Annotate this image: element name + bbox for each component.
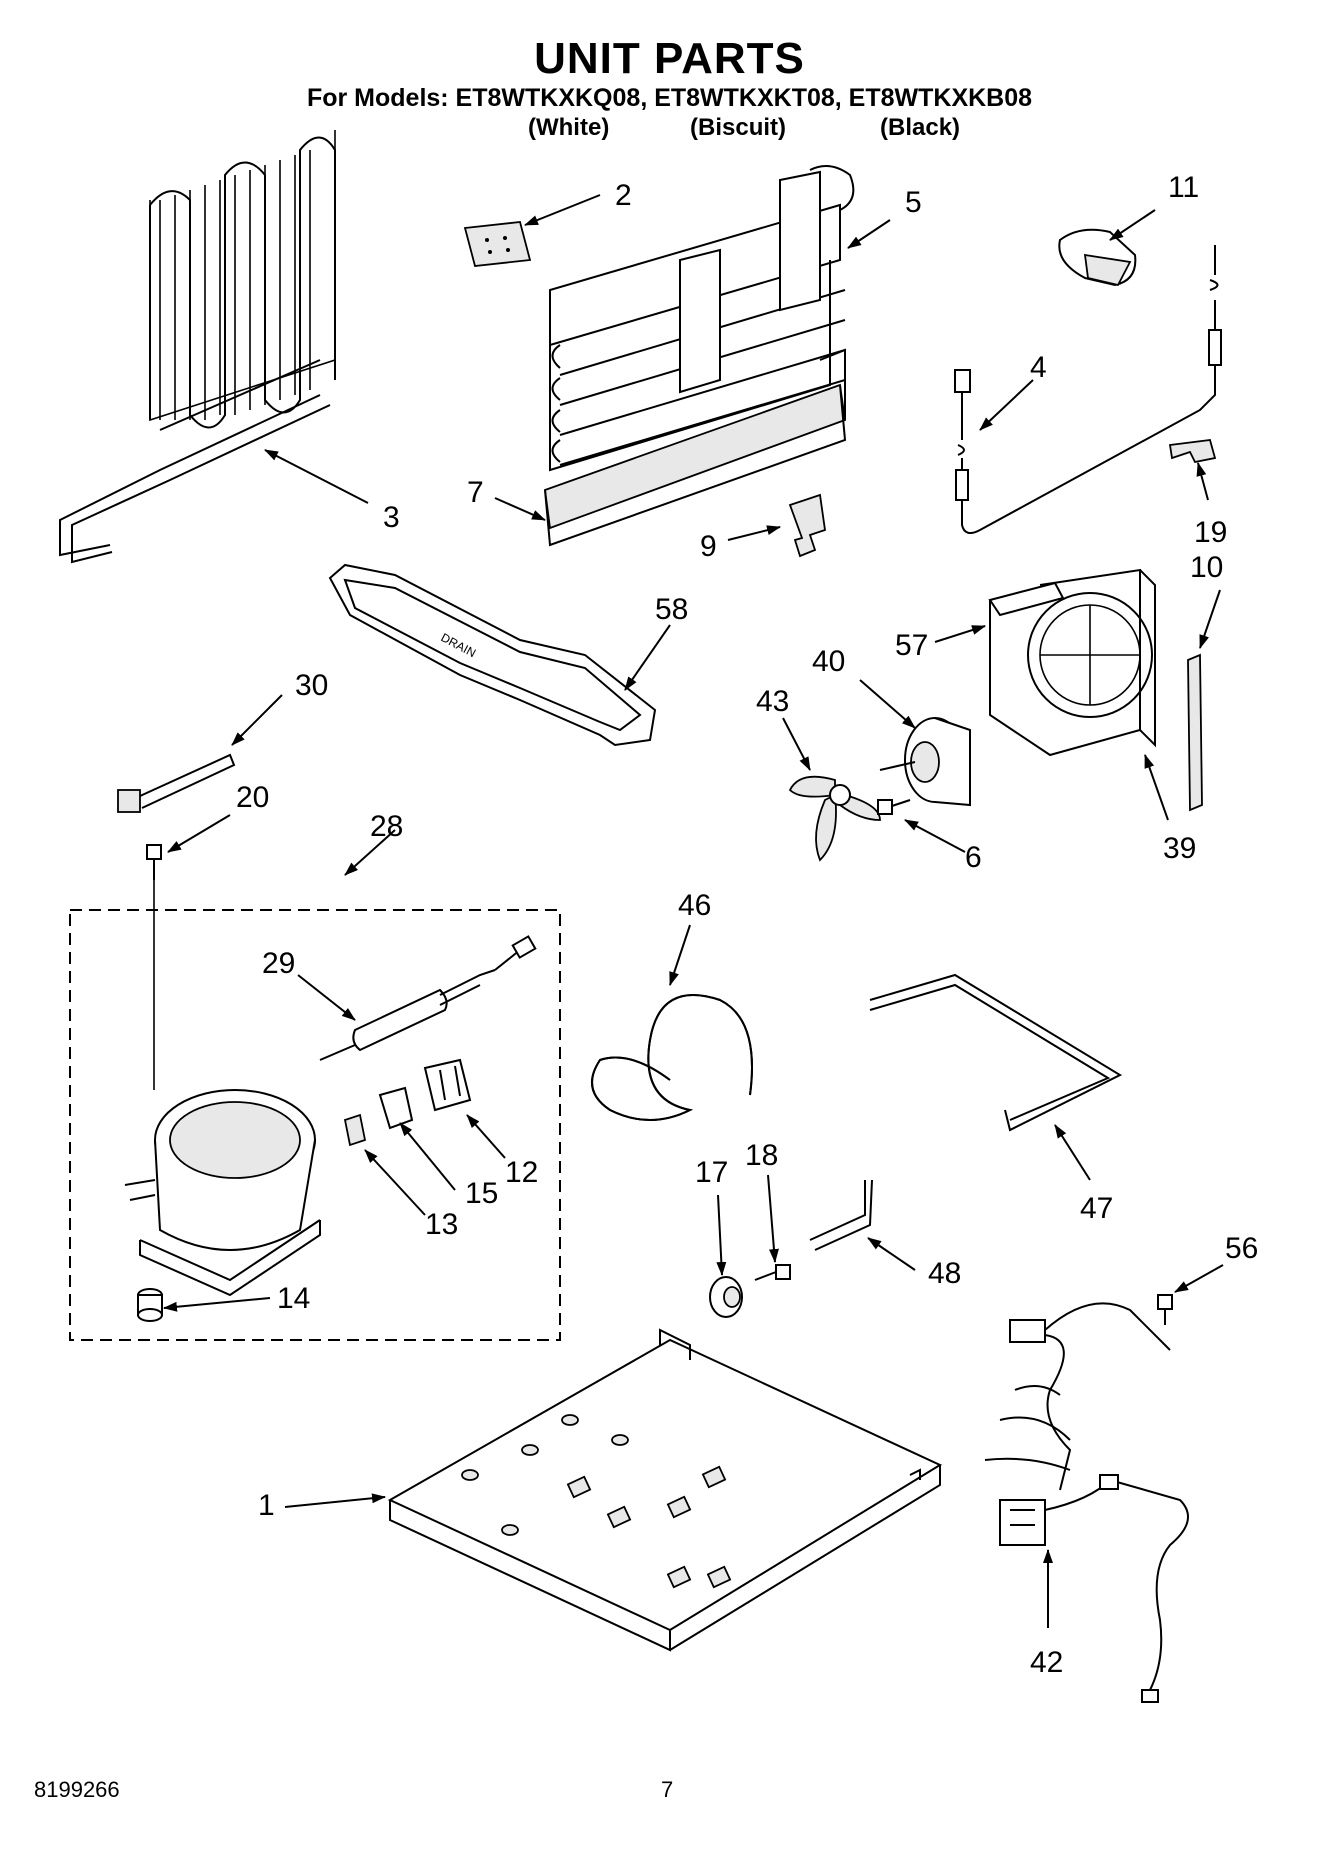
callout-12: 12 bbox=[505, 1156, 538, 1189]
part-5-evaporator bbox=[549, 165, 855, 472]
callout-11: 11 bbox=[1168, 171, 1199, 204]
part-10-strip bbox=[1187, 653, 1203, 812]
callout-58: 58 bbox=[655, 593, 688, 626]
part-30-cable-tie bbox=[117, 753, 236, 813]
callout-20: 20 bbox=[236, 781, 269, 814]
part-15-relay bbox=[378, 1086, 414, 1130]
callout-2: 2 bbox=[615, 179, 632, 212]
callout-40: 40 bbox=[812, 645, 845, 678]
callout-28: 28 bbox=[370, 810, 403, 843]
callout-30: 30 bbox=[295, 669, 328, 702]
compressor bbox=[124, 1089, 321, 1297]
part-28-box bbox=[69, 909, 561, 1341]
part-17-roller bbox=[709, 1276, 743, 1318]
callout-7: 7 bbox=[467, 476, 484, 509]
callout-4: 4 bbox=[1030, 351, 1047, 384]
page-title: UNIT PARTS bbox=[534, 34, 805, 83]
callout-57: 57 bbox=[895, 629, 928, 662]
part-29-drier bbox=[319, 935, 537, 1061]
part-39-fan-shroud bbox=[988, 568, 1156, 757]
part-20-screw bbox=[146, 844, 162, 1090]
callout-42: 42 bbox=[1030, 1646, 1063, 1679]
callout-56: 56 bbox=[1225, 1232, 1258, 1265]
callout-labels: 2 3 5 11 4 7 9 19 10 58 57 30 40 43 39 6… bbox=[236, 171, 1258, 1679]
part-6-screw bbox=[877, 799, 911, 815]
callout-15: 15 bbox=[465, 1177, 498, 1210]
variant-biscuit: (Biscuit) bbox=[690, 114, 786, 141]
callout-10: 10 bbox=[1190, 551, 1223, 584]
callout-6: 6 bbox=[965, 841, 982, 874]
part-56-screw bbox=[1157, 1294, 1173, 1325]
part-13-relay-clip bbox=[343, 1113, 367, 1147]
part-14-grommet bbox=[137, 1288, 163, 1322]
part-46-tubing bbox=[591, 994, 753, 1121]
models-line: For Models: ET8WTKXKQ08, ET8WTKXKT08, ET… bbox=[306, 84, 1033, 112]
callout-14: 14 bbox=[277, 1282, 310, 1315]
callout-46: 46 bbox=[678, 889, 711, 922]
part-9-bracket bbox=[788, 493, 826, 558]
callout-3: 3 bbox=[383, 501, 400, 534]
page-number: 7 bbox=[661, 1777, 674, 1802]
callout-5: 5 bbox=[905, 186, 922, 219]
callout-39: 39 bbox=[1163, 832, 1196, 865]
part-19-clip bbox=[1168, 439, 1217, 464]
callout-1: 1 bbox=[258, 1489, 275, 1522]
callout-9: 9 bbox=[700, 530, 717, 563]
callout-47: 47 bbox=[1080, 1192, 1113, 1225]
part-7-drain-trough bbox=[544, 348, 847, 547]
part-11-cap bbox=[1058, 228, 1137, 287]
part-4-thermistor bbox=[954, 245, 1222, 535]
callout-arrows bbox=[163, 194, 1224, 1628]
part-58-drain-pan: DRAIN bbox=[328, 563, 657, 747]
part-3-condenser bbox=[59, 130, 336, 564]
callout-19: 19 bbox=[1194, 516, 1227, 549]
part-47-tube bbox=[869, 973, 1123, 1132]
callout-29: 29 bbox=[262, 947, 295, 980]
document-number: 8199266 bbox=[34, 1777, 120, 1802]
part-48-tube bbox=[809, 1179, 873, 1251]
variant-black: (Black) bbox=[880, 114, 961, 141]
part-43-fan-blade bbox=[788, 775, 881, 862]
variant-white: (White) bbox=[528, 114, 610, 141]
callout-17: 17 bbox=[695, 1156, 728, 1189]
part-42-wire-harness bbox=[984, 1302, 1189, 1703]
callout-13: 13 bbox=[425, 1208, 458, 1241]
part-2-pad bbox=[463, 221, 532, 267]
part-40-fan-motor bbox=[879, 717, 971, 807]
callout-18: 18 bbox=[745, 1139, 778, 1172]
callout-48: 48 bbox=[928, 1257, 961, 1290]
part-18-pin bbox=[754, 1264, 791, 1281]
part-12-cover bbox=[423, 1058, 472, 1112]
part-1-base bbox=[387, 1328, 943, 1652]
callout-43: 43 bbox=[756, 685, 789, 718]
